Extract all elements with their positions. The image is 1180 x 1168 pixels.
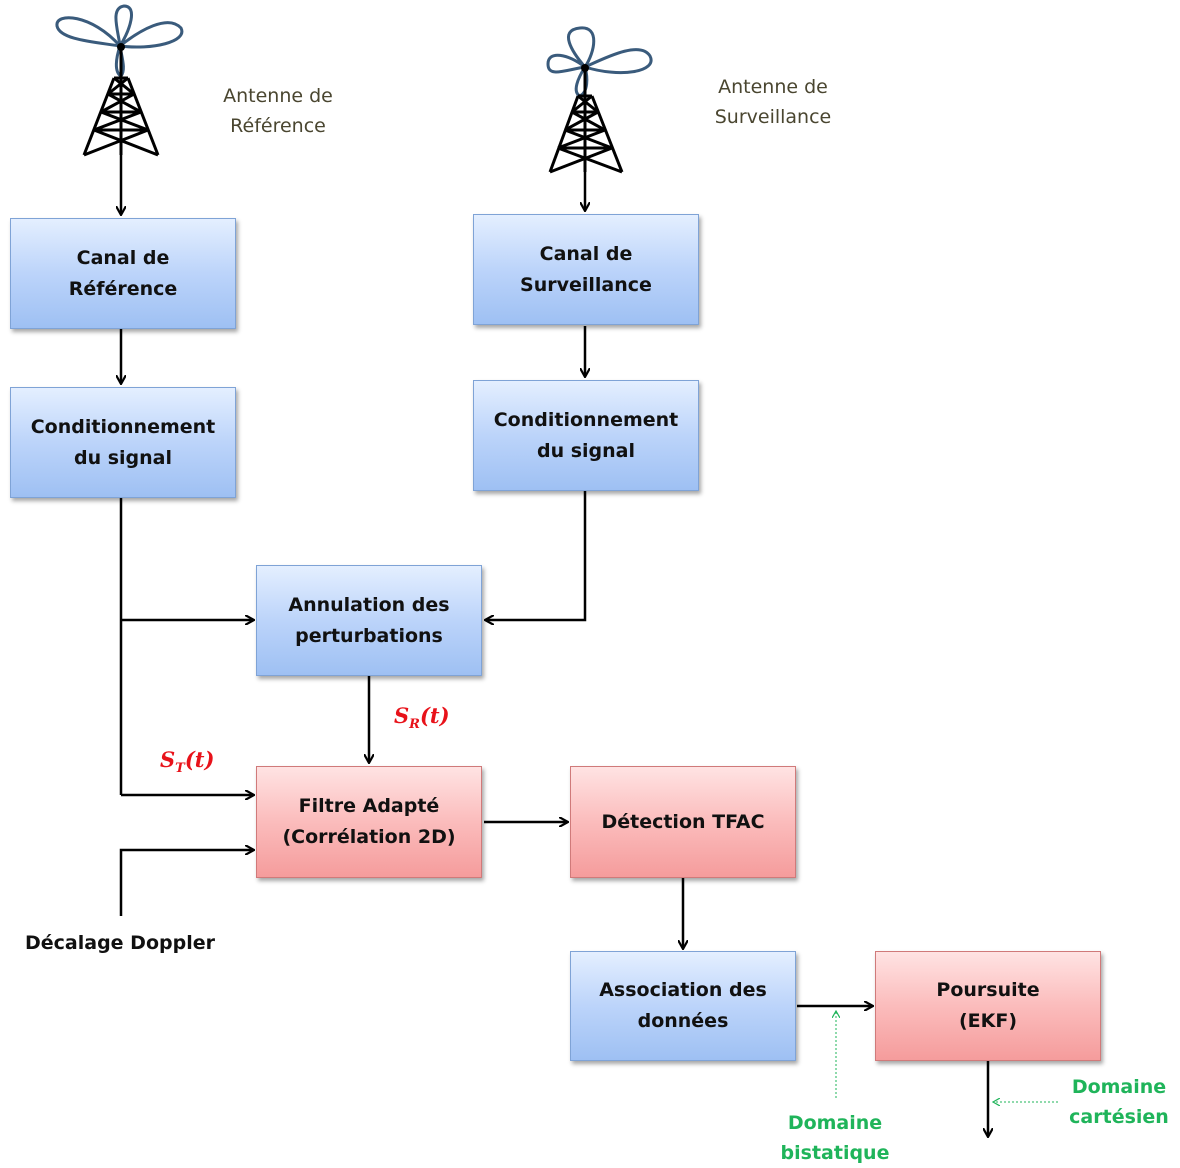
conditionnement-surveillance-block: Conditionnement du signal <box>473 380 699 491</box>
canal-reference-block: Canal de Référence <box>10 218 236 329</box>
reference-radiation-pattern-icon <box>55 4 184 78</box>
conditionnement-reference-block: Conditionnement du signal <box>10 387 236 498</box>
detection-tfac-block: Détection TFAC <box>570 766 796 878</box>
antenna-reference-label: Antenne de Référence <box>223 85 333 137</box>
arrow-surv-to-annulation <box>486 491 587 620</box>
association-block: Association des données <box>570 951 796 1061</box>
reference-antenna-icon <box>55 4 184 157</box>
surveillance-radiation-pattern-icon <box>546 26 653 98</box>
antenna-surveillance-label: Antenne de Surveillance <box>714 76 832 128</box>
arrow-doppler-to-filtre <box>119 850 253 916</box>
surveillance-tower-icon <box>548 68 624 174</box>
reference-tower-icon <box>82 47 160 157</box>
canal-surveillance-block: Canal de Surveillance <box>473 214 699 325</box>
surveillance-antenna-icon <box>546 26 653 174</box>
domaine-bistatique-label: Domaine bistatique <box>780 1112 890 1164</box>
domaine-cartesien-label: Domaine cartésien <box>1069 1076 1169 1128</box>
filtre-adapte-block: Filtre Adapté (Corrélation 2D) <box>256 766 482 878</box>
decalage-doppler-label: Décalage Doppler <box>25 932 215 954</box>
signal-sr-label: SR(t) <box>394 703 450 733</box>
annulation-block: Annulation des perturbations <box>256 565 482 676</box>
poursuite-block: Poursuite (EKF) <box>875 951 1101 1061</box>
signal-st-label: ST(t) <box>160 747 215 777</box>
